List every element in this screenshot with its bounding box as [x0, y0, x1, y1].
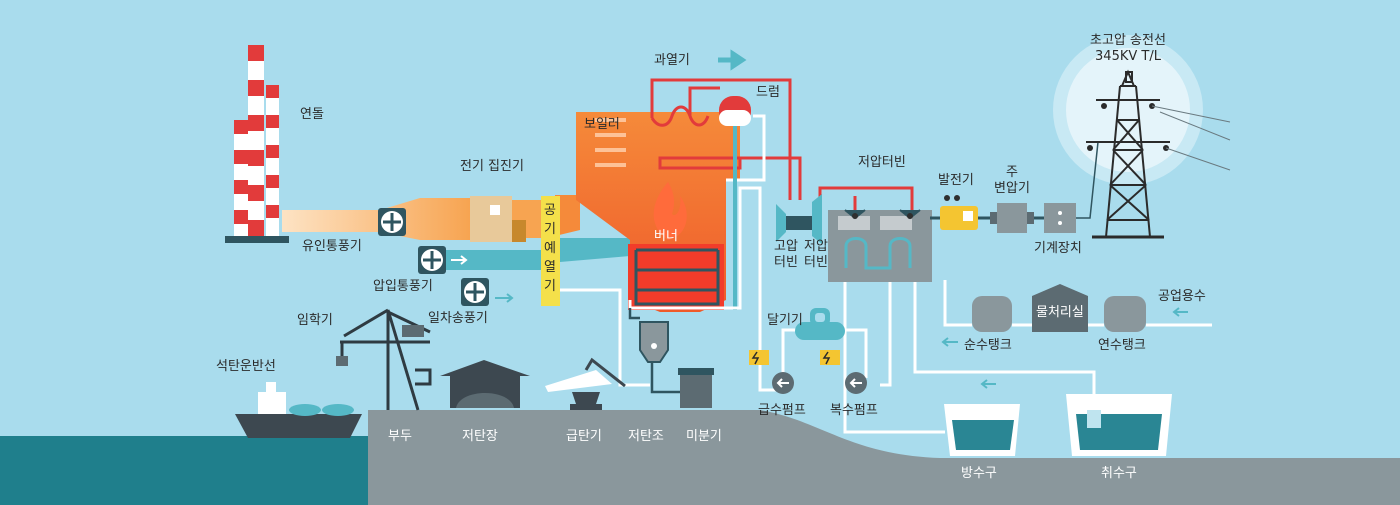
esp-label: 전기 집진기 — [460, 159, 524, 174]
id-fan-icon — [378, 208, 406, 236]
superheater-label: 과열기 — [654, 53, 690, 68]
superheater-arrow-icon — [718, 49, 747, 71]
outfall-label: 방수구 — [961, 466, 997, 481]
coal-ship-icon — [235, 382, 362, 438]
fd-air-duct — [445, 250, 541, 270]
id-fan-label: 유인통풍기 — [302, 239, 362, 254]
coal-yard-label: 저탄장 — [462, 429, 498, 444]
generator-icon — [940, 195, 978, 230]
outfall-basin — [944, 404, 1020, 456]
crane-bucket — [336, 356, 348, 366]
bunker-label: 저탄조 — [628, 429, 664, 444]
coal-feeder-icon — [545, 357, 626, 410]
sea — [0, 436, 370, 505]
feed-pump-icon — [772, 372, 794, 394]
deaerator-icon — [795, 308, 845, 340]
unloader-label: 임학기 — [297, 313, 333, 328]
feedwater-pipe — [712, 186, 785, 392]
generator-label: 발전기 — [938, 173, 974, 188]
water-treatment-building — [1032, 284, 1088, 332]
flame-icon — [653, 182, 687, 240]
hot-air-duct — [560, 238, 630, 262]
mill-label: 미분기 — [686, 429, 722, 444]
hp-turbine-icon — [776, 194, 822, 244]
electric-icon — [749, 350, 840, 365]
coal-feeder-label: 급탄기 — [566, 429, 602, 444]
condenser-coil — [844, 237, 912, 270]
lp-turbine-label: 저압터빈 — [858, 155, 906, 170]
flue-duct-to-boiler — [555, 195, 580, 236]
soft-water-tank-icon — [1104, 296, 1146, 332]
pure-water-tank-icon — [972, 296, 1012, 332]
intake-label: 취수구 — [1101, 466, 1137, 481]
intake-basin — [1066, 394, 1172, 456]
drum-label: 드럼 — [756, 85, 780, 100]
lp-steam-pipe — [818, 186, 914, 210]
coal-yard-icon — [440, 360, 530, 408]
coal-bunker-icon — [639, 321, 669, 363]
superheater-pipe — [650, 78, 792, 200]
condensate-pump-icon — [845, 372, 867, 394]
flue-gas-duct — [282, 198, 470, 240]
chimney-label: 연돌 — [300, 107, 324, 122]
deaerator-label: 달기기 — [767, 313, 803, 328]
switchgear-icon — [1044, 203, 1076, 233]
pa-fan-icon — [461, 278, 514, 306]
mill-icon — [678, 368, 714, 408]
reheater-coil — [658, 156, 742, 170]
fd-fan-icon — [418, 246, 468, 274]
soft-tank-label: 연수탱크 — [1098, 338, 1146, 353]
esp-icon — [470, 196, 526, 242]
superheater-coil — [650, 105, 710, 127]
switchgear-label: 기계장치 — [1034, 241, 1082, 256]
fd-fan-label: 압입통풍기 — [373, 279, 433, 294]
cooling-intake-pipe — [913, 282, 1096, 400]
pure-tank-label: 순수탱크 — [964, 338, 1012, 353]
drum-icon — [719, 96, 751, 126]
cooling-discharge-pipe — [843, 282, 945, 434]
power-lines — [1151, 105, 1231, 171]
ground — [368, 410, 1400, 505]
coal-ship-label: 석탄운반선 — [216, 359, 276, 374]
transmission-tower-icon — [1086, 69, 1170, 239]
water-treatment-label: 물처리실 — [1036, 305, 1084, 320]
air-preheater-box — [541, 196, 560, 306]
pier-label: 부두 — [388, 429, 412, 444]
chimney — [225, 45, 289, 243]
feed-pump-label: 급수펌프 — [758, 403, 806, 418]
burner-label: 버너 — [654, 229, 678, 244]
cond-pump-label: 복수펌프 — [830, 403, 878, 418]
coal-air-pipe — [560, 288, 650, 387]
industrial-water-label: 공업용수 — [1158, 289, 1206, 304]
transformer-icon — [990, 203, 1034, 233]
boiler-label: 보일러 — [584, 117, 620, 132]
pa-fan-label: 일차송풍기 — [428, 311, 488, 326]
